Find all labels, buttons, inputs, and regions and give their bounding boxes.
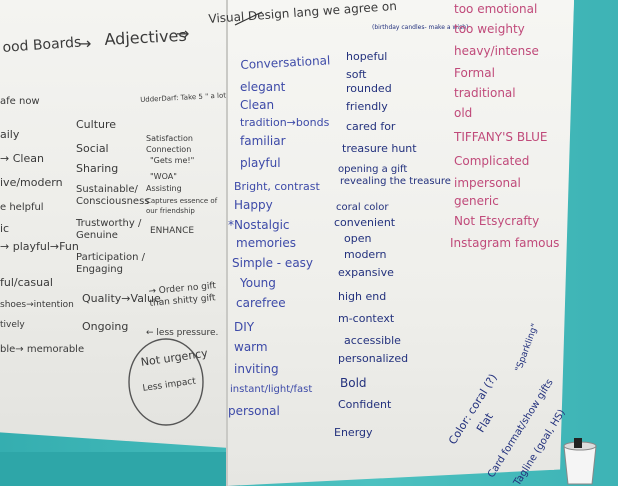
- navy-note: (birthday candles- make a wish): [372, 24, 469, 31]
- navy-item: Bold: [340, 376, 367, 390]
- udder-item: Captures essence of our friendship: [146, 197, 218, 215]
- left-item: tively: [0, 320, 25, 330]
- udder-item: Connection: [146, 145, 192, 154]
- panel-seam: [226, 0, 228, 486]
- circle-outline: [128, 338, 204, 426]
- header-arrow-2: →: [176, 24, 190, 43]
- left-item: → playful→Fun: [0, 240, 79, 253]
- udder-note: ← less pressure.: [146, 328, 219, 338]
- whiteboard-right-panel: [226, 0, 574, 486]
- navy-item: high end: [338, 290, 387, 303]
- navy-item: convenient: [334, 216, 396, 229]
- pink-item: Complicated: [454, 154, 530, 168]
- pink-item: impersonal: [454, 176, 521, 190]
- marker-cup: [563, 438, 597, 485]
- culture-heading: Culture: [76, 118, 117, 131]
- culture-item: Ongoing: [82, 320, 129, 333]
- navy-item: expansive: [338, 266, 394, 279]
- pink-item: heavy/intense: [454, 44, 539, 58]
- navy-item: soft: [346, 68, 367, 81]
- left-item: shoes→intention: [0, 300, 74, 310]
- navy-item: Energy: [334, 426, 373, 439]
- header-arrow-1: →: [78, 34, 92, 53]
- udder-item: "WOA": [150, 172, 177, 181]
- udder-item: Assisting: [146, 184, 182, 193]
- pink-item: too emotional: [454, 2, 538, 16]
- navy-item: hopeful: [346, 50, 388, 63]
- blue-item: carefree: [236, 296, 286, 310]
- blue-item: Clean: [240, 98, 275, 112]
- blue-item: DIY: [234, 320, 255, 334]
- pink-item: TIFFANY'S BLUE: [454, 130, 548, 144]
- navy-item: treasure hunt: [342, 142, 417, 155]
- left-item: ive/modern: [0, 176, 63, 189]
- navy-item: open: [344, 232, 372, 245]
- navy-item: m-context: [338, 312, 395, 325]
- left-item: ic: [0, 222, 10, 235]
- pink-item: too weighty: [454, 22, 525, 36]
- left-item: aily: [0, 128, 20, 141]
- blue-item: inviting: [234, 362, 279, 376]
- udder-item: Satisfaction: [146, 134, 193, 143]
- blue-item: playful: [240, 156, 281, 170]
- left-item: ble→ memorable: [0, 344, 85, 355]
- culture-item: Quality→Value: [82, 292, 161, 305]
- udder-item: ENHANCE: [150, 226, 195, 236]
- left-item: ful/casual: [0, 276, 53, 289]
- blue-item: memories: [236, 236, 297, 250]
- blue-item: Bright, contrast: [234, 180, 320, 193]
- pink-item: Not Etsycrafty: [454, 214, 540, 228]
- blue-item: familiar: [240, 134, 286, 148]
- blue-item: Happy: [234, 198, 273, 212]
- blue-item: elegant: [240, 80, 286, 94]
- culture-item: Sustainable/ Consciousness: [76, 184, 150, 207]
- blue-item: Simple - easy: [232, 256, 314, 270]
- pink-item: Instagram famous: [450, 236, 560, 250]
- navy-item: friendly: [346, 100, 388, 113]
- navy-item: accessible: [344, 334, 401, 347]
- blue-item: instant/light/fast: [230, 384, 313, 395]
- navy-item: Confident: [338, 398, 392, 411]
- pink-item: old: [454, 106, 473, 120]
- culture-item: Participation / Engaging: [76, 252, 145, 275]
- udder-item: "Gets me!": [150, 156, 195, 165]
- wall-bottom: [0, 452, 240, 486]
- blue-item: *Nostalgic: [228, 218, 290, 232]
- navy-item: modern: [344, 248, 387, 261]
- culture-item: Social: [76, 142, 109, 155]
- left-item: → Clean: [0, 152, 44, 165]
- blue-item: warm: [234, 340, 268, 354]
- blue-item: tradition→bonds: [240, 116, 330, 129]
- left-top: afe now: [0, 96, 40, 107]
- culture-item: Trustworthy / Genuine: [76, 218, 142, 241]
- navy-item: revealing the treasure: [340, 176, 451, 187]
- left-item: e helpful: [0, 202, 44, 213]
- pink-item: Formal: [454, 66, 495, 80]
- blue-item: personal: [228, 404, 280, 418]
- navy-item: coral color: [336, 202, 389, 213]
- pink-item: traditional: [454, 86, 516, 100]
- blue-item: Young: [240, 276, 276, 290]
- navy-item: personalized: [338, 352, 409, 365]
- navy-item: cared for: [346, 120, 396, 133]
- navy-item: rounded: [346, 82, 392, 95]
- culture-item: Sharing: [76, 162, 119, 175]
- pink-item: generic: [454, 194, 499, 208]
- navy-item: opening a gift: [338, 164, 408, 175]
